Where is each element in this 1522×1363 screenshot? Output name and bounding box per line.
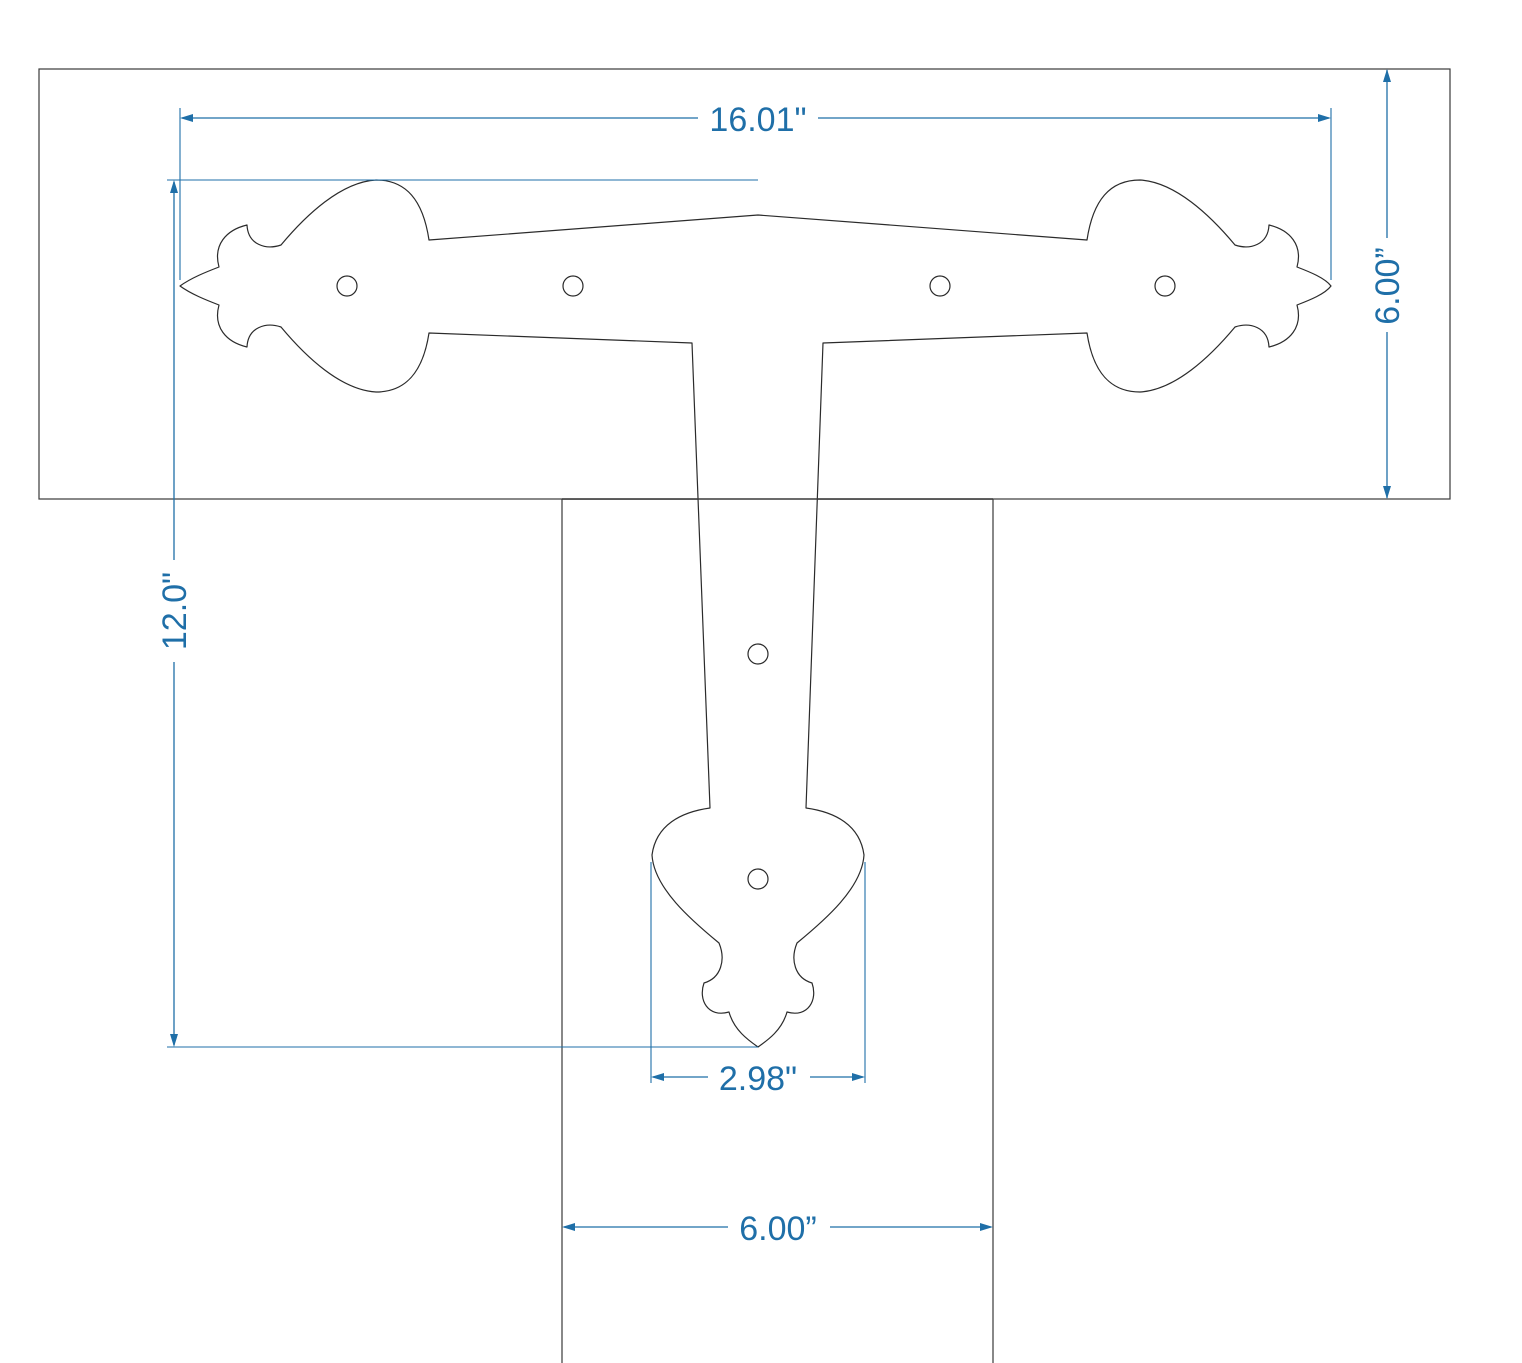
- dimension-leaf-tip-width: 2.98": [650, 862, 866, 1098]
- dimension-label-leaf-tip-width: 2.98": [719, 1060, 797, 1098]
- dimension-board-height: 6.00”: [1369, 69, 1407, 499]
- dimension-label-hinge-leaf-length: 12.0": [156, 572, 194, 650]
- hinge-outline: [179, 179, 1332, 1048]
- t-hinge: [179, 179, 1332, 1048]
- dimension-hinge-span: 16.01": [179, 101, 1332, 280]
- screw-hole-4: [1154, 275, 1176, 297]
- dimension-label-post-width: 6.00”: [739, 1210, 817, 1248]
- dimension-label-hinge-span: 16.01": [709, 101, 806, 139]
- screw-hole-3: [929, 275, 951, 297]
- dimension-hinge-leaf-length: 12.0": [156, 179, 758, 1048]
- screw-hole-1: [336, 275, 358, 297]
- screw-hole-5: [747, 643, 769, 665]
- dimension-post-width: 6.00”: [562, 1210, 993, 1248]
- screw-hole-6: [747, 868, 769, 890]
- screw-hole-2: [562, 275, 584, 297]
- dimension-label-board-height: 6.00”: [1369, 247, 1407, 325]
